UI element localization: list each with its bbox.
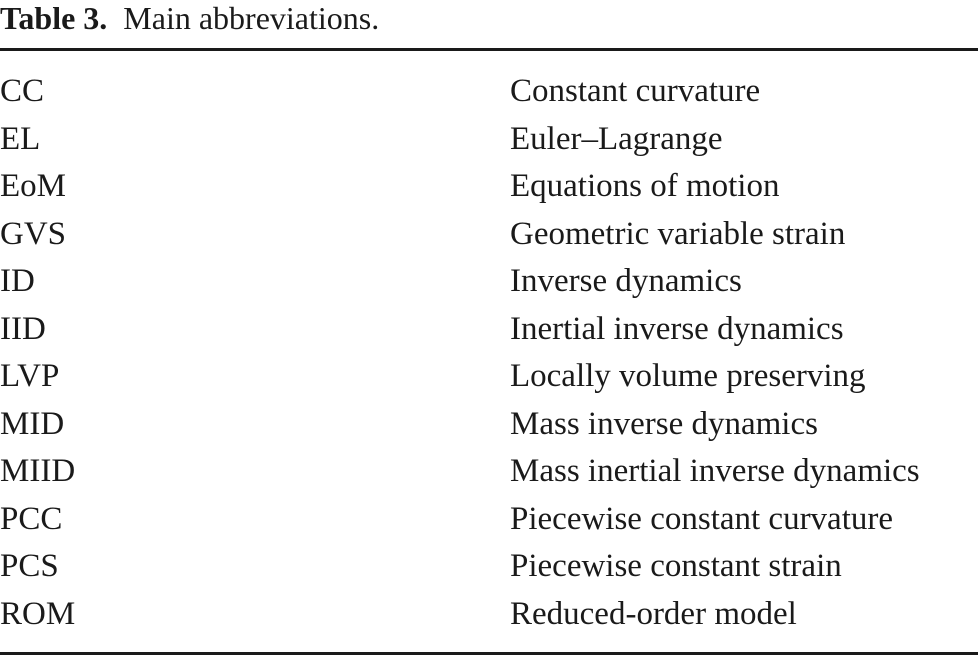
abbreviation-cell: LVP — [0, 358, 60, 394]
abbreviation-cell: IID — [0, 310, 46, 347]
abbreviations-table: CC Constant curvature EL Euler–Lagrange … — [0, 68, 978, 638]
table-row: ROM Reduced-order model — [0, 591, 978, 639]
table-caption: Table 3. Main abbreviations. — [0, 0, 379, 40]
table-top-rule — [0, 48, 978, 51]
table-row: MIID Mass inertial inverse dynamics — [0, 448, 978, 496]
definition-cell: Geometric variable strain — [510, 215, 846, 252]
definition-cell: Mass inertial inverse dynamics — [510, 453, 920, 489]
abbreviation-cell: CC — [0, 73, 45, 109]
definition-cell: Piecewise constant curvature — [510, 500, 894, 537]
table-row: PCC Piecewise constant curvature — [0, 496, 978, 544]
definition-cell: Inverse dynamics — [510, 263, 742, 299]
definition-cell: Constant curvature — [510, 73, 761, 109]
definition-cell: Piecewise constant strain — [510, 548, 842, 584]
abbreviation-cell: ROM — [0, 595, 76, 632]
table-row: MID Mass inverse dynamics — [0, 401, 978, 449]
abbreviation-cell: EoM — [0, 168, 66, 204]
table-caption-label: Table 3. — [0, 0, 108, 36]
definition-cell: Locally volume preserving — [510, 358, 866, 394]
table-row: IID Inertial inverse dynamics — [0, 306, 978, 354]
abbreviation-cell: GVS — [0, 215, 67, 252]
definition-cell: Inertial inverse dynamics — [510, 310, 844, 347]
abbreviation-cell: PCC — [0, 500, 63, 537]
table-row: LVP Locally volume preserving — [0, 353, 978, 401]
table-row: EL Euler–Lagrange — [0, 116, 978, 164]
table-row: PCS Piecewise constant strain — [0, 543, 978, 591]
definition-cell: Mass inverse dynamics — [510, 405, 818, 442]
abbreviation-cell: ID — [0, 263, 35, 299]
definition-cell: Euler–Lagrange — [510, 120, 723, 157]
table-caption-text: Main abbreviations. — [123, 0, 380, 36]
definition-cell: Equations of motion — [510, 168, 780, 204]
table-row: ID Inverse dynamics — [0, 258, 978, 306]
abbreviation-cell: MID — [0, 405, 65, 442]
abbreviation-cell: EL — [0, 120, 41, 157]
table-row: GVS Geometric variable strain — [0, 211, 978, 259]
abbreviation-cell: MIID — [0, 453, 76, 489]
table-row: CC Constant curvature — [0, 68, 978, 116]
abbreviation-cell: PCS — [0, 548, 59, 584]
table-row: EoM Equations of motion — [0, 163, 978, 211]
table-bottom-rule — [0, 652, 978, 655]
definition-cell: Reduced-order model — [510, 595, 797, 632]
